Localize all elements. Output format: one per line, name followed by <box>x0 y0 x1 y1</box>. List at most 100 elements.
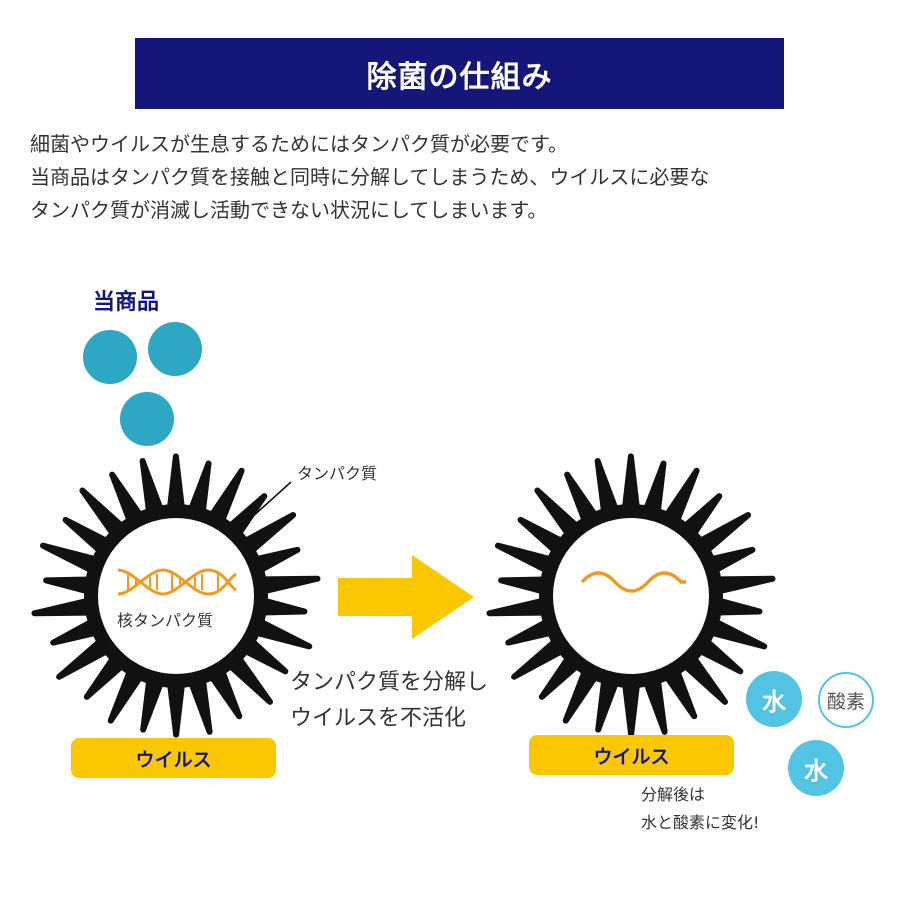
core-protein-label: 核タンパク質 <box>117 611 214 630</box>
virus-spike-tip <box>517 516 524 523</box>
virus-spike-tip <box>486 610 493 617</box>
protein-pointer-line <box>239 481 292 529</box>
virus-spike <box>621 456 640 509</box>
virus-spike-tip <box>627 453 634 460</box>
virus-spike <box>698 638 743 674</box>
virus-spike <box>108 669 144 723</box>
virus-core <box>98 518 254 674</box>
title-banner: 除菌の仕組み <box>135 38 784 109</box>
virus-spike-tip <box>109 471 116 478</box>
arrow-caption-line: タンパク質を分解し <box>290 670 489 695</box>
virus-left <box>31 453 321 738</box>
virus-spike <box>563 669 599 723</box>
virus-spike <box>255 618 311 650</box>
virus-spike <box>166 456 185 509</box>
water-label: 水 <box>762 687 786 716</box>
virus-spike-tip <box>691 713 698 720</box>
virus-spike-tip <box>745 512 752 519</box>
virus-spike-tip <box>761 643 768 650</box>
virus-spike <box>80 488 125 537</box>
virus-spike <box>717 575 773 595</box>
virus-spike-tip <box>236 713 243 720</box>
virus-spike-tip <box>107 717 114 724</box>
virus-spike-tip <box>39 542 46 549</box>
virus-spike <box>710 618 766 650</box>
virus-spike <box>227 494 267 537</box>
virus-spike-tip <box>290 512 297 519</box>
virus-spike <box>109 473 144 523</box>
virus-spike <box>63 517 109 554</box>
virus-spike <box>518 517 564 554</box>
virus-core <box>553 518 709 674</box>
virus-spike-tip <box>534 487 541 494</box>
description: 細菌やウイルスが生息するためにはタンパク質が必要です。 当商品はタンパク質を接触… <box>30 128 890 227</box>
virus-spike <box>208 669 242 718</box>
virus-spike <box>643 462 667 513</box>
product-particle <box>120 392 174 446</box>
virus-spike <box>84 655 125 699</box>
virus-spike-tip <box>205 460 212 467</box>
virus-spike-tip <box>140 726 147 733</box>
decomposition-note: 分解後は 水と酸素に変化! <box>641 781 759 837</box>
virus-spike-tip <box>749 546 756 553</box>
virus-spike <box>710 547 754 574</box>
virus-spike <box>188 679 213 733</box>
virus-spike-tip <box>314 575 321 582</box>
virus-spike <box>255 547 299 574</box>
virus-spike-tip <box>261 493 268 500</box>
virus-spike-tip <box>511 673 518 680</box>
virus-spike-tip <box>564 471 571 478</box>
virus-spike <box>507 618 552 646</box>
virus-spike-tip <box>282 668 289 675</box>
virus-spike-tip <box>43 577 50 584</box>
virus-spike-tip <box>206 728 213 735</box>
virus-spike-tip <box>756 608 763 615</box>
virus-spike-tip <box>498 577 505 584</box>
virus-spike-tip <box>79 487 86 494</box>
virus-spike-tip <box>595 726 602 733</box>
virus-spike-tip <box>301 608 308 615</box>
virus-spike <box>489 597 545 617</box>
virus-spike-tip <box>660 460 667 467</box>
virus-right <box>486 453 776 738</box>
dna-icon <box>117 568 237 596</box>
virus-spike <box>262 597 305 616</box>
virus-spike <box>500 576 545 595</box>
virus-spike <box>496 542 552 574</box>
virus-spike <box>41 542 97 574</box>
description-line: タンパク質が消滅し活動できない状況にしてしまいます。 <box>30 198 548 222</box>
virus-spike-tip <box>661 728 668 735</box>
virus-spike <box>188 462 212 513</box>
description-line: 当商品はタンパク質を接触と同時に分解してしまうため、ウイルスに必要な <box>30 165 710 189</box>
virus-spike <box>663 469 700 523</box>
virus-spike <box>227 655 273 704</box>
virus-spike <box>262 575 318 595</box>
oxygen-badge: 酸素 <box>818 672 874 728</box>
virus-spike <box>57 638 109 680</box>
virus-spike-tip <box>31 610 38 617</box>
virus-spike <box>539 655 580 699</box>
right-arrow-icon <box>338 555 474 639</box>
virus-spike-tip <box>173 731 180 738</box>
denatured-protein-icon <box>580 571 686 593</box>
description-line: 細菌やウイルスが生息するためにはタンパク質が必要です。 <box>30 132 568 156</box>
virus-badge-left: ウイルス <box>71 738 276 778</box>
product-particle <box>83 330 137 384</box>
virus-spike <box>140 679 164 731</box>
virus-spike-tip <box>693 467 700 474</box>
virus-spike-tip <box>83 693 90 700</box>
virus-spike <box>535 488 580 537</box>
virus-label: ウイルス <box>593 745 670 768</box>
virus-spike <box>595 679 619 731</box>
virus-spike <box>622 683 641 735</box>
note-line: 分解後は <box>641 785 706 804</box>
virus-spike-tip <box>505 639 512 646</box>
arrow-caption-line: ウイルスを不活化 <box>290 706 467 731</box>
virus-spike-tip <box>594 458 601 465</box>
virus-spike <box>682 494 722 537</box>
virus-spike <box>243 512 295 554</box>
virus-spike <box>45 576 90 595</box>
virus-spike-tip <box>266 698 273 705</box>
virus-spike-tip <box>538 693 545 700</box>
virus-spike <box>717 597 760 616</box>
